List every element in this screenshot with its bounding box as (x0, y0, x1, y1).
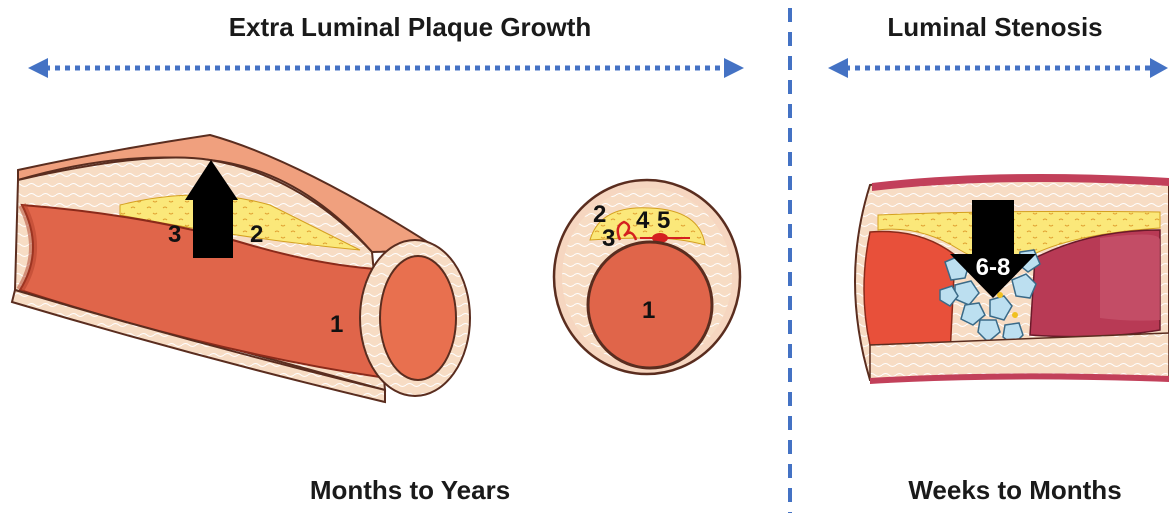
timeline-arrow-right (828, 58, 1168, 78)
label-5-mid: 5 (657, 207, 670, 234)
label-2-mid: 2 (593, 201, 606, 228)
label-6-8: 6-8 (976, 254, 1011, 281)
artery-longitudinal (12, 135, 470, 402)
label-1-mid: 1 (642, 297, 655, 324)
timeline-arrow-left (28, 58, 744, 78)
label-4-mid: 4 (636, 207, 650, 234)
label-3-mid: 3 (602, 225, 615, 252)
label-1-left: 1 (330, 311, 343, 338)
label-2-left: 2 (250, 221, 263, 248)
label-3-left: 3 (168, 221, 181, 248)
